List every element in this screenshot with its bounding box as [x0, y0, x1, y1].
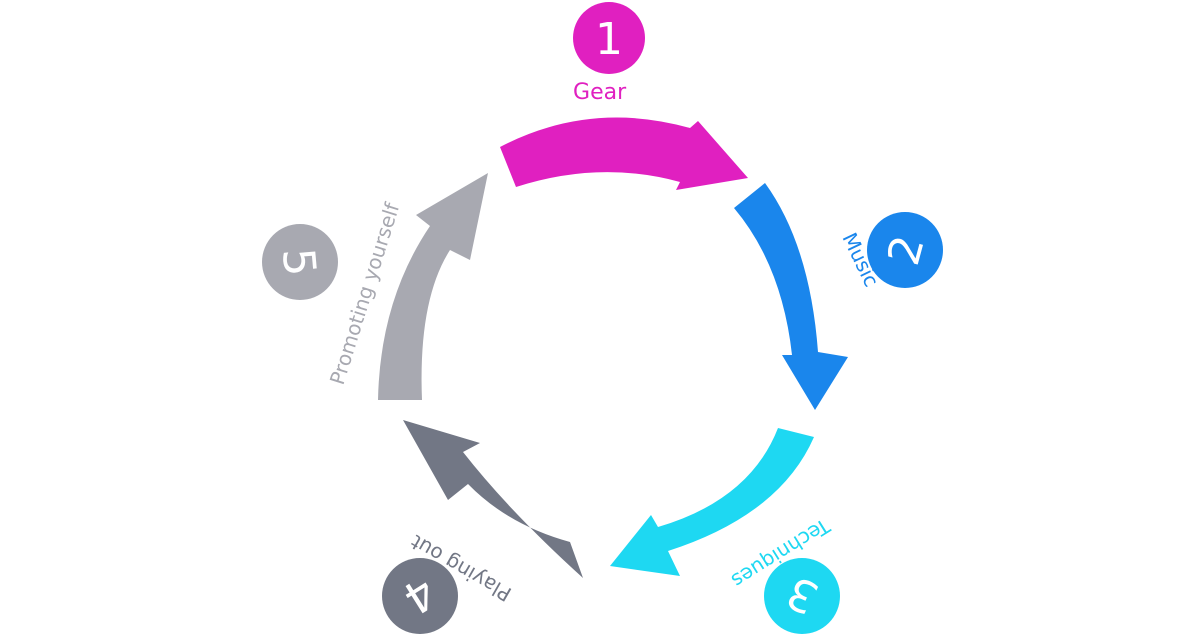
step-music: 2 Music — [734, 183, 943, 410]
gear-number-badge — [573, 2, 645, 74]
techniques-arrow — [610, 428, 814, 576]
music-number-badge — [867, 212, 943, 288]
promoting-yourself-number: 5 — [272, 246, 325, 278]
promoting-yourself-arrow — [378, 173, 488, 400]
step-techniques: 3 Techniques — [610, 428, 840, 634]
svg-text:Gear: Gear — [573, 80, 627, 105]
techniques-number-badge — [764, 558, 840, 634]
playing-out-arrow — [403, 420, 583, 578]
gear-label: Gear — [573, 80, 627, 105]
music-arrow — [734, 183, 848, 410]
gear-number: 1 — [595, 14, 623, 65]
promoting-yourself-number-badge — [262, 224, 338, 300]
step-gear: 1 Gear — [500, 2, 748, 190]
playing-out-number-badge — [382, 558, 458, 634]
gear-arrow — [500, 117, 748, 190]
step-promoting-yourself: 5 Promoting yourself — [262, 173, 488, 400]
step-playing-out: 4 Playing out — [382, 420, 583, 634]
